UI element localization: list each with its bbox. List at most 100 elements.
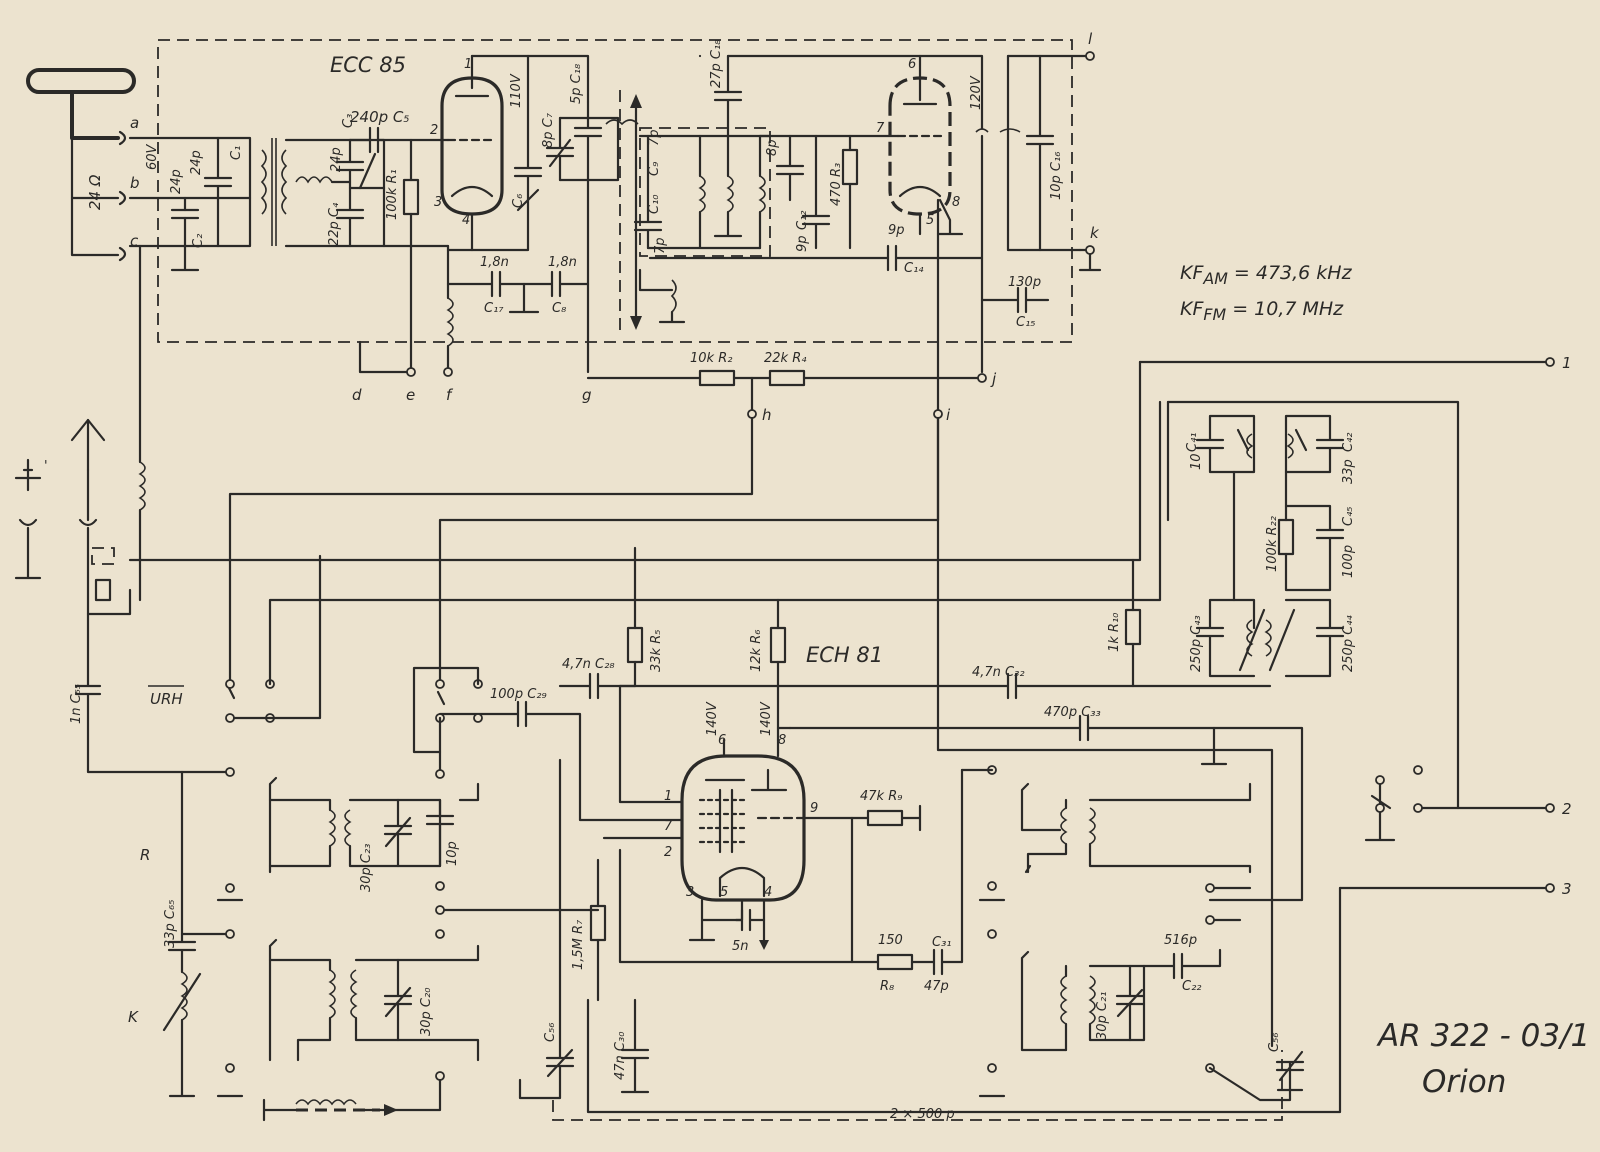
- if-fm-freq: KFFM = 10,7 MHz: [1180, 298, 1344, 324]
- svg-text:100k R₁: 100k R₁: [385, 169, 400, 220]
- ecc85-triode-2: 6 7 8 5: [876, 57, 960, 228]
- svg-text:j: j: [990, 370, 997, 388]
- svg-text:1: 1: [464, 57, 472, 72]
- svg-text:d: d: [352, 386, 362, 404]
- svg-text:1,8n: 1,8n: [480, 255, 509, 270]
- resistor-r9: [866, 809, 904, 827]
- svg-text:100p: 100p: [1341, 545, 1356, 578]
- svg-text:9: 9: [810, 801, 818, 816]
- r-label: R: [140, 846, 150, 864]
- svg-text:7: 7: [664, 819, 673, 834]
- svg-text:4,7n C₃₂: 4,7n C₃₂: [972, 665, 1025, 680]
- model-number: AR 322 - 03/1: [1376, 1018, 1590, 1054]
- svg-text:C₄₁: C₄₁: [1185, 433, 1200, 453]
- svg-text:47n C₃₀: 47n C₃₀: [613, 1031, 628, 1080]
- antenna-terminals: a b c 24 Ω 60V: [70, 114, 160, 262]
- svg-text:140V: 140V: [705, 701, 720, 736]
- resistor-r8: [876, 953, 914, 971]
- svg-text:22p C₄: 22p C₄: [327, 202, 342, 246]
- svg-text:5: 5: [720, 885, 728, 900]
- svg-text:10: 10: [1189, 453, 1204, 470]
- if-am-freq: KFAM = 473,6 kHz: [1180, 262, 1352, 288]
- svg-text:5p C₁₈: 5p C₁₈: [569, 64, 584, 104]
- resistor-r6: [769, 626, 787, 664]
- svg-text:27p C₁₈: 27p C₁₈: [709, 40, 724, 88]
- antenna-symbol: [26, 68, 136, 257]
- resistor-r10: [1124, 608, 1142, 646]
- svg-text:6: 6: [908, 57, 916, 72]
- ecc85-label: ECC 85: [330, 53, 406, 77]
- svg-text:7: 7: [876, 121, 885, 136]
- svg-text:3: 3: [434, 195, 442, 210]
- svg-text:8p C₇: 8p C₇: [541, 112, 556, 148]
- svg-text:': ': [44, 459, 48, 474]
- svg-text:C₂₂: C₂₂: [1182, 979, 1202, 994]
- resistor-r2: [698, 369, 736, 387]
- svg-text:470 R₃: 470 R₃: [829, 163, 844, 206]
- svg-text:9p: 9p: [888, 223, 905, 238]
- svg-text:f: f: [446, 386, 454, 404]
- svg-text:7p: 7p: [653, 237, 668, 254]
- svg-text:24p: 24p: [189, 150, 204, 175]
- svg-text:150: 150: [878, 933, 903, 948]
- svg-text:140V: 140V: [759, 701, 774, 736]
- svg-text:4: 4: [462, 213, 470, 228]
- svg-text:3: 3: [686, 885, 694, 900]
- svg-text:4,7n C₂₈: 4,7n C₂₈: [562, 657, 615, 672]
- svg-text:C₈: C₈: [552, 301, 566, 316]
- ech81-label: ECH 81: [806, 643, 883, 667]
- svg-text:22k R₄: 22k R₄: [764, 351, 807, 366]
- resistor-r22: [1277, 518, 1295, 556]
- gang-cap-label: 2 × 500 p: [890, 1107, 955, 1122]
- svg-text:8: 8: [952, 195, 960, 210]
- ecc85-anode1-voltage: 110V: [509, 73, 524, 108]
- antenna-voltage: 60V: [145, 143, 160, 170]
- svg-text:100p C₂₉: 100p C₂₉: [490, 687, 547, 702]
- svg-text:8p: 8p: [765, 139, 780, 156]
- svg-text:9p: 9p: [795, 235, 810, 252]
- terminal-c: c: [130, 232, 139, 250]
- ecc85-triode-1: 1 2 3 4: [430, 54, 504, 252]
- ecc85-anode2-voltage: 120V: [969, 75, 984, 110]
- svg-text:C₂: C₂: [191, 234, 206, 248]
- output-2: 2: [1562, 800, 1572, 818]
- svg-text:1k R₁₀: 1k R₁₀: [1107, 612, 1122, 652]
- resistor-r4: [768, 369, 806, 387]
- svg-text:R₈: R₈: [880, 979, 894, 994]
- svg-text:250p C₄₄: 250p C₄₄: [1341, 615, 1356, 672]
- svg-text:33p: 33p: [1341, 459, 1356, 484]
- k-label: K: [128, 1008, 139, 1026]
- svg-text:C₁₅: C₁₅: [1016, 315, 1036, 330]
- resistor-r5: [626, 626, 644, 664]
- svg-text:2: 2: [430, 123, 438, 138]
- model-name: Orion: [1422, 1064, 1506, 1100]
- svg-text:C₉: C₉: [647, 162, 662, 176]
- svg-text:5n: 5n: [732, 939, 749, 954]
- svg-text:10p C₁₆: 10p C₁₆: [1049, 152, 1064, 200]
- svg-text:6: 6: [718, 733, 726, 748]
- svg-text:C₆: C₆: [511, 194, 526, 208]
- svg-text:12k R₆: 12k R₆: [749, 630, 764, 672]
- svg-text:C₁₀: C₁₀: [647, 194, 662, 214]
- svg-text:516p: 516p: [1164, 933, 1197, 948]
- svg-text:130p: 130p: [1008, 275, 1041, 290]
- svg-text:C₁: C₁: [229, 146, 244, 160]
- svg-text:2: 2: [664, 845, 672, 860]
- svg-text:10p: 10p: [445, 841, 460, 866]
- svg-text:33p C₆₅: 33p C₆₅: [163, 900, 178, 948]
- svg-text:C₃: C₃: [341, 114, 356, 128]
- svg-text:C₃₁: C₃₁: [932, 935, 952, 950]
- svg-text:k: k: [1090, 224, 1100, 242]
- ech81-tube: 1 7 2 6 8 9 3 5 4: [664, 733, 818, 902]
- fm-tuner-shield: [157, 39, 1073, 343]
- svg-text:e: e: [406, 386, 415, 404]
- svg-text:24p: 24p: [169, 169, 184, 194]
- svg-text:7p: 7p: [647, 129, 662, 146]
- svg-text:C₁₇: C₁₇: [484, 301, 504, 316]
- svg-text:8: 8: [778, 733, 786, 748]
- svg-text:i: i: [946, 406, 951, 424]
- svg-text:470p C₃₃: 470p C₃₃: [1044, 705, 1101, 720]
- resistor-r1: [402, 178, 420, 216]
- svg-text:30p C₂₃: 30p C₂₃: [359, 844, 374, 892]
